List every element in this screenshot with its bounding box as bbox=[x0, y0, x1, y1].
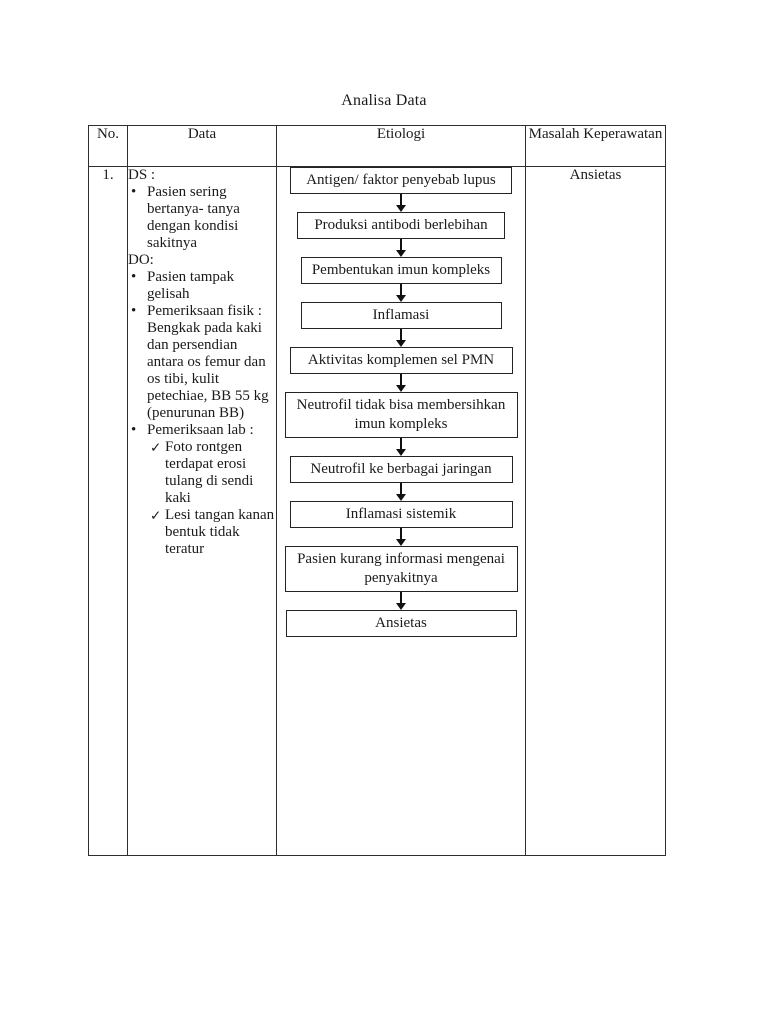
do-label: DO: bbox=[128, 252, 154, 268]
flow-box: Aktivitas komplemen sel PMN bbox=[289, 347, 513, 374]
table-header-row: No. Data Etiologi Masalah Keperawatan bbox=[88, 125, 666, 167]
list-item: • Pasien tampak gelisah bbox=[128, 269, 276, 303]
down-arrow-icon bbox=[396, 284, 406, 302]
down-arrow-icon bbox=[396, 329, 406, 347]
bullet-icon: • bbox=[131, 422, 137, 438]
flow-box: Ansietas bbox=[285, 610, 517, 637]
col-header-etiologi: Etiologi bbox=[276, 125, 526, 167]
data-cell: DS : • Pasien sering bertanya- tanya den… bbox=[127, 166, 277, 856]
down-arrow-icon bbox=[396, 438, 406, 456]
down-arrow-icon bbox=[396, 374, 406, 392]
flow-box: Neutrofil ke berbagai jaringan bbox=[289, 456, 513, 483]
lab-item-text: Foto rontgen terdapat erosi tulang di se… bbox=[165, 439, 254, 506]
list-item: • Pemeriksaan fisik : Bengkak pada kaki … bbox=[128, 303, 276, 422]
col-header-data: Data bbox=[127, 125, 277, 167]
ds-item-text: Pasien sering bertanya- tanya dengan kon… bbox=[147, 184, 240, 251]
flow-box: Antigen/ faktor penyebab lupus bbox=[290, 167, 512, 194]
lab-item-text: Lesi tangan kanan bentuk tidak teratur bbox=[165, 507, 275, 557]
down-arrow-icon bbox=[396, 592, 406, 610]
list-item: ✓ Lesi tangan kanan bentuk tidak teratur bbox=[150, 507, 276, 558]
analisa-data-table: No. Data Etiologi Masalah Keperawatan 1.… bbox=[88, 125, 666, 856]
flow-box: Neutrofil tidak bisa membersihkan imun k… bbox=[284, 392, 518, 438]
bullet-icon: • bbox=[131, 303, 137, 319]
down-arrow-icon bbox=[396, 528, 406, 546]
table-row: 1. DS : • Pasien sering bertanya- tanya … bbox=[88, 166, 666, 856]
do-item-text: Pemeriksaan fisik : Bengkak pada kaki da… bbox=[147, 303, 269, 421]
down-arrow-icon bbox=[396, 194, 406, 212]
checkmark-icon: ✓ bbox=[150, 440, 162, 455]
page-title: Analisa Data bbox=[341, 92, 427, 109]
flow-box: Inflamasi bbox=[300, 302, 502, 329]
flow-box: Inflamasi sistemik bbox=[289, 501, 513, 528]
col-header-no: No. bbox=[88, 125, 128, 167]
checkmark-icon: ✓ bbox=[150, 508, 162, 523]
etiologi-cell: Antigen/ faktor penyebab lupus Produksi … bbox=[276, 166, 526, 856]
do-item-text: Pasien tampak gelisah bbox=[147, 269, 235, 302]
flow-box: Pasien kurang informasi mengenai penyaki… bbox=[284, 546, 518, 592]
down-arrow-icon bbox=[396, 239, 406, 257]
masalah-keperawatan-cell: Ansietas bbox=[525, 166, 666, 856]
etiologi-flowchart: Antigen/ faktor penyebab lupus Produksi … bbox=[277, 167, 525, 637]
list-item: • Pasien sering bertanya- tanya dengan k… bbox=[128, 184, 276, 252]
list-item: • Pemeriksaan lab : bbox=[128, 422, 276, 439]
bullet-icon: • bbox=[131, 184, 137, 200]
bullet-icon: • bbox=[131, 269, 137, 285]
ds-label: DS : bbox=[128, 167, 156, 183]
col-header-masalah-keperawatan: Masalah Keperawatan bbox=[525, 125, 666, 167]
flow-box: Pembentukan imun kompleks bbox=[300, 257, 502, 284]
do-item-text: Pemeriksaan lab : bbox=[147, 422, 254, 438]
list-item: ✓ Foto rontgen terdapat erosi tulang di … bbox=[150, 439, 276, 507]
flow-box: Produksi antibodi berlebihan bbox=[297, 212, 505, 239]
row-number-cell: 1. bbox=[88, 166, 128, 856]
down-arrow-icon bbox=[396, 483, 406, 501]
